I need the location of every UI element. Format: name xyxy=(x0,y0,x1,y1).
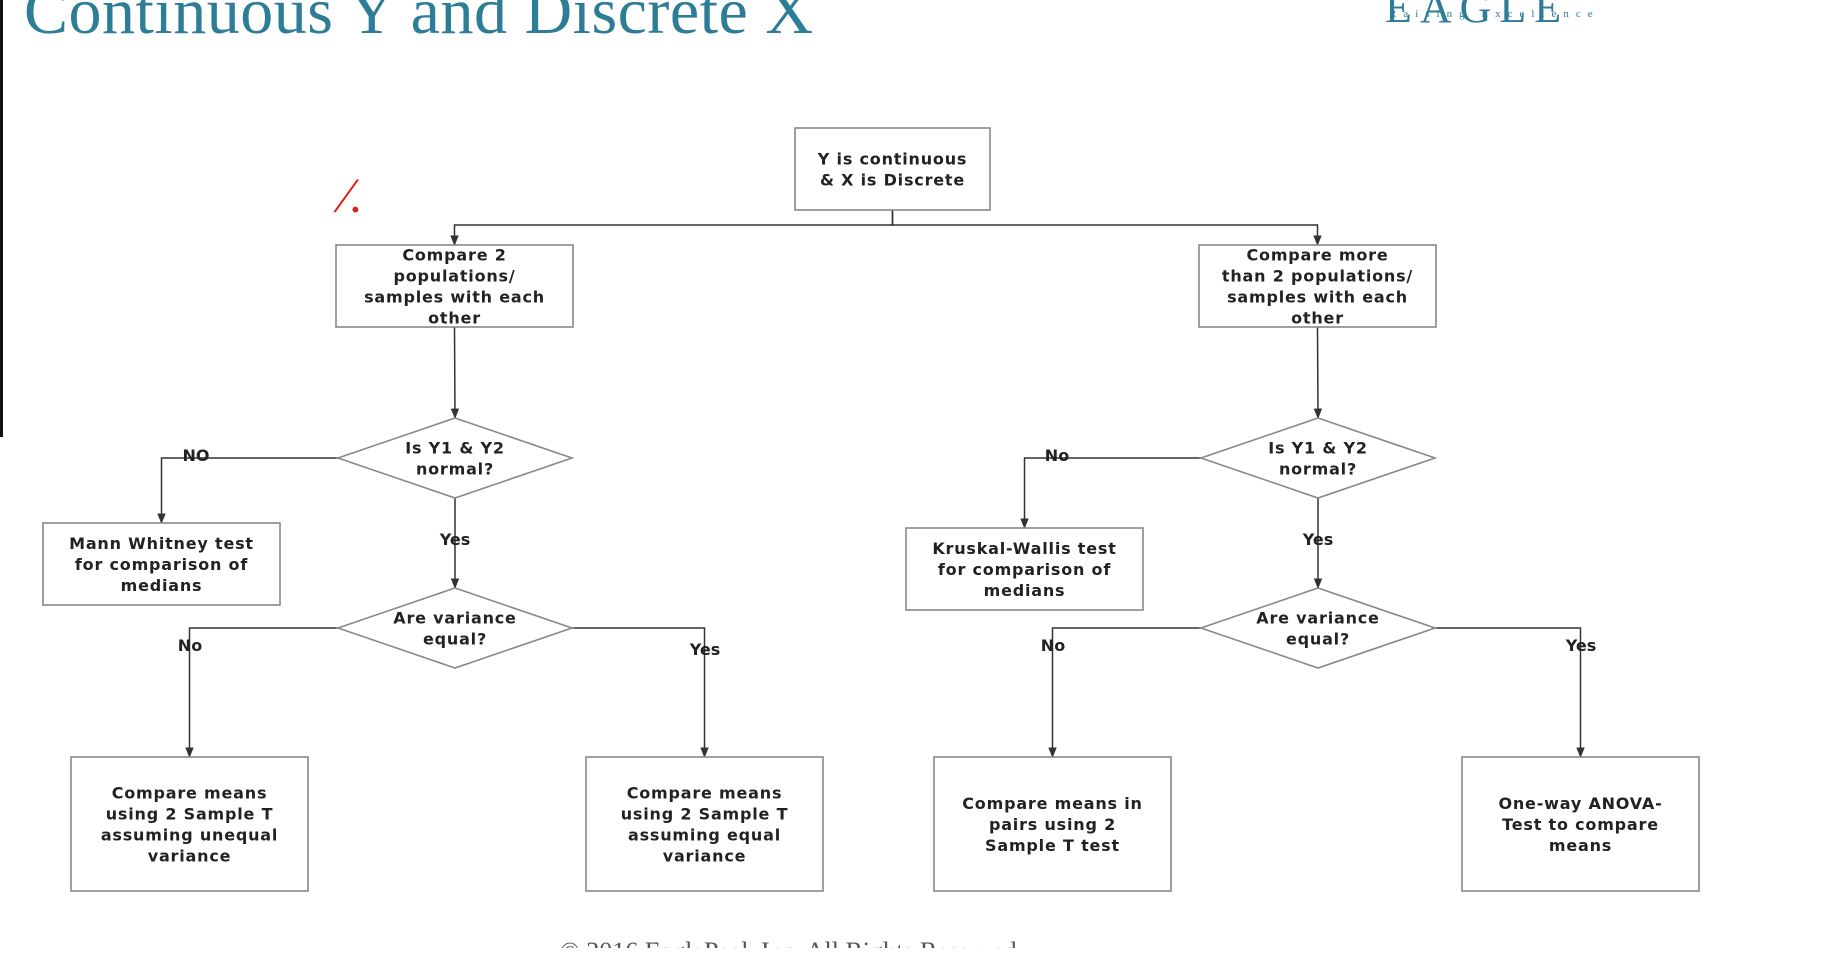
node-mann: Mann Whitney test for comparison of median… xyxy=(42,522,281,606)
node-text-line: Are variance xyxy=(393,609,516,628)
slide-footer: © 2016 EaglePeak Inc. All Rights Reserve… xyxy=(560,932,1200,948)
node-norm-r: Is Y1 & Y2 normal? xyxy=(1198,417,1438,499)
edge-cmpmore-to-norm_r xyxy=(1313,326,1323,420)
edge-label-var_l-to-t_equal: Yes xyxy=(689,640,721,659)
process-box xyxy=(335,244,574,328)
node-norm-l: Is Y1 & Y2 normal? xyxy=(335,417,575,499)
decision-diamond xyxy=(335,587,575,669)
node-t-unequal: Compare means using 2 Sample T assuming un… xyxy=(70,756,309,892)
node-text-line: normal? xyxy=(1279,460,1357,479)
node-var-r: Are variance equal? xyxy=(1198,587,1438,669)
process-box xyxy=(905,527,1144,611)
node-text-line: Compare more xyxy=(1247,246,1389,265)
node-text-line: populations/ xyxy=(393,267,515,286)
process-box xyxy=(585,756,824,892)
edge-label-norm_r-to-var_r: Yes xyxy=(1302,530,1334,549)
node-text-line: other xyxy=(428,309,481,328)
company-logo: EAGLE Raising Excellence xyxy=(1385,0,1745,24)
node-text-line: Is Y1 & Y2 xyxy=(1268,439,1368,458)
node-text-line: using 2 Sample T xyxy=(106,805,274,824)
node-text-line: Are variance xyxy=(1256,609,1379,628)
node-text-line: using 2 Sample T xyxy=(621,805,789,824)
node-text-line: Compare 2 xyxy=(402,246,506,265)
node-text-line: medians xyxy=(121,576,203,595)
edge-var_r-to-anova xyxy=(1435,627,1585,759)
slide-title: Continuous Y and Discrete X xyxy=(24,0,814,48)
node-text-line: samples with each xyxy=(364,288,545,307)
node-var-l: Are variance equal? xyxy=(335,587,575,669)
node-text-line: equal? xyxy=(1286,630,1350,649)
edge-label-var_r-to-anova: Yes xyxy=(1565,636,1597,655)
node-text-line: for comparison of xyxy=(938,560,1111,579)
edge-norm_l-to-mann xyxy=(157,457,338,525)
node-krusk: Kruskal-Wallis test for comparison of medi… xyxy=(905,527,1144,611)
left-border-rule xyxy=(0,0,3,437)
node-text-line: Is Y1 & Y2 xyxy=(405,439,505,458)
edge-var_l-to-t_unequal xyxy=(185,627,338,759)
logo-wordmark: EAGLE xyxy=(1385,0,1569,24)
process-box xyxy=(70,756,309,892)
edge-root-to-cmp2 xyxy=(450,210,894,247)
node-text-line: variance xyxy=(148,847,232,866)
logo-tagline: Raising Excellence xyxy=(1389,8,1600,20)
node-text-line: assuming equal xyxy=(628,826,781,845)
node-text-line: Kruskal-Wallis test xyxy=(932,539,1116,558)
node-text-line: Sample T test xyxy=(985,836,1120,855)
node-root: Y is continuous & X is Discrete xyxy=(794,127,991,211)
node-text-line: assuming unequal xyxy=(101,826,278,845)
edge-var_l-to-t_equal xyxy=(572,627,709,759)
node-text-line: Compare means in xyxy=(962,794,1142,813)
node-text-line: Compare means xyxy=(112,784,268,803)
node-text-line: Y is continuous xyxy=(817,150,967,169)
node-text-line: Mann Whitney test xyxy=(69,534,254,553)
node-text-line: means xyxy=(1549,836,1612,855)
process-box xyxy=(1198,244,1437,328)
node-text-line: & X is Discrete xyxy=(820,171,965,190)
process-box xyxy=(794,127,991,211)
node-t-pairs: Compare means in pairs using 2 Sample T te… xyxy=(933,756,1172,892)
node-text-line: normal? xyxy=(416,460,494,479)
node-text-line: equal? xyxy=(423,630,487,649)
node-text-line: than 2 populations/ xyxy=(1222,267,1413,286)
edge-label-var_r-to-t_pairs: No xyxy=(1041,636,1065,655)
decision-diamond xyxy=(1198,417,1438,499)
node-cmp2: Compare 2 populations/samples with each ot… xyxy=(335,244,574,328)
node-text-line: medians xyxy=(984,581,1066,600)
node-t-equal: Compare means using 2 Sample T assuming eq… xyxy=(585,756,824,892)
node-text-line: One-way ANOVA- xyxy=(1498,794,1662,813)
node-text-line: pairs using 2 xyxy=(989,815,1116,834)
edge-label-norm_l-to-var_l: Yes xyxy=(439,530,471,549)
edge-label-norm_r-to-krusk: No xyxy=(1045,446,1069,465)
process-box xyxy=(42,522,281,606)
node-text-line: Test to compare xyxy=(1502,815,1659,834)
node-text-line: variance xyxy=(663,847,747,866)
node-anova: One-way ANOVA- Test to compare means xyxy=(1461,756,1700,892)
process-box xyxy=(1461,756,1700,892)
decision-diamond xyxy=(1198,587,1438,669)
edge-label-norm_l-to-mann: NO xyxy=(183,446,210,465)
node-text-line: other xyxy=(1291,309,1344,328)
handwritten-mark: ⁄. xyxy=(342,167,363,223)
edge-label-var_l-to-t_unequal: No xyxy=(178,636,202,655)
decision-diamond xyxy=(335,417,575,499)
edge-root-to-cmpmore xyxy=(891,210,1322,247)
node-text-line: Compare means xyxy=(627,784,783,803)
process-box xyxy=(933,756,1172,892)
node-text-line: for comparison of xyxy=(75,555,248,574)
edge-cmp2-to-norm_l xyxy=(450,326,460,420)
node-text-line: samples with each xyxy=(1227,288,1408,307)
node-cmpmore: Compare more than 2 populations/samples w… xyxy=(1198,244,1437,328)
edge-var_r-to-t_pairs xyxy=(1048,627,1201,759)
edge-norm_r-to-krusk xyxy=(1020,457,1201,530)
